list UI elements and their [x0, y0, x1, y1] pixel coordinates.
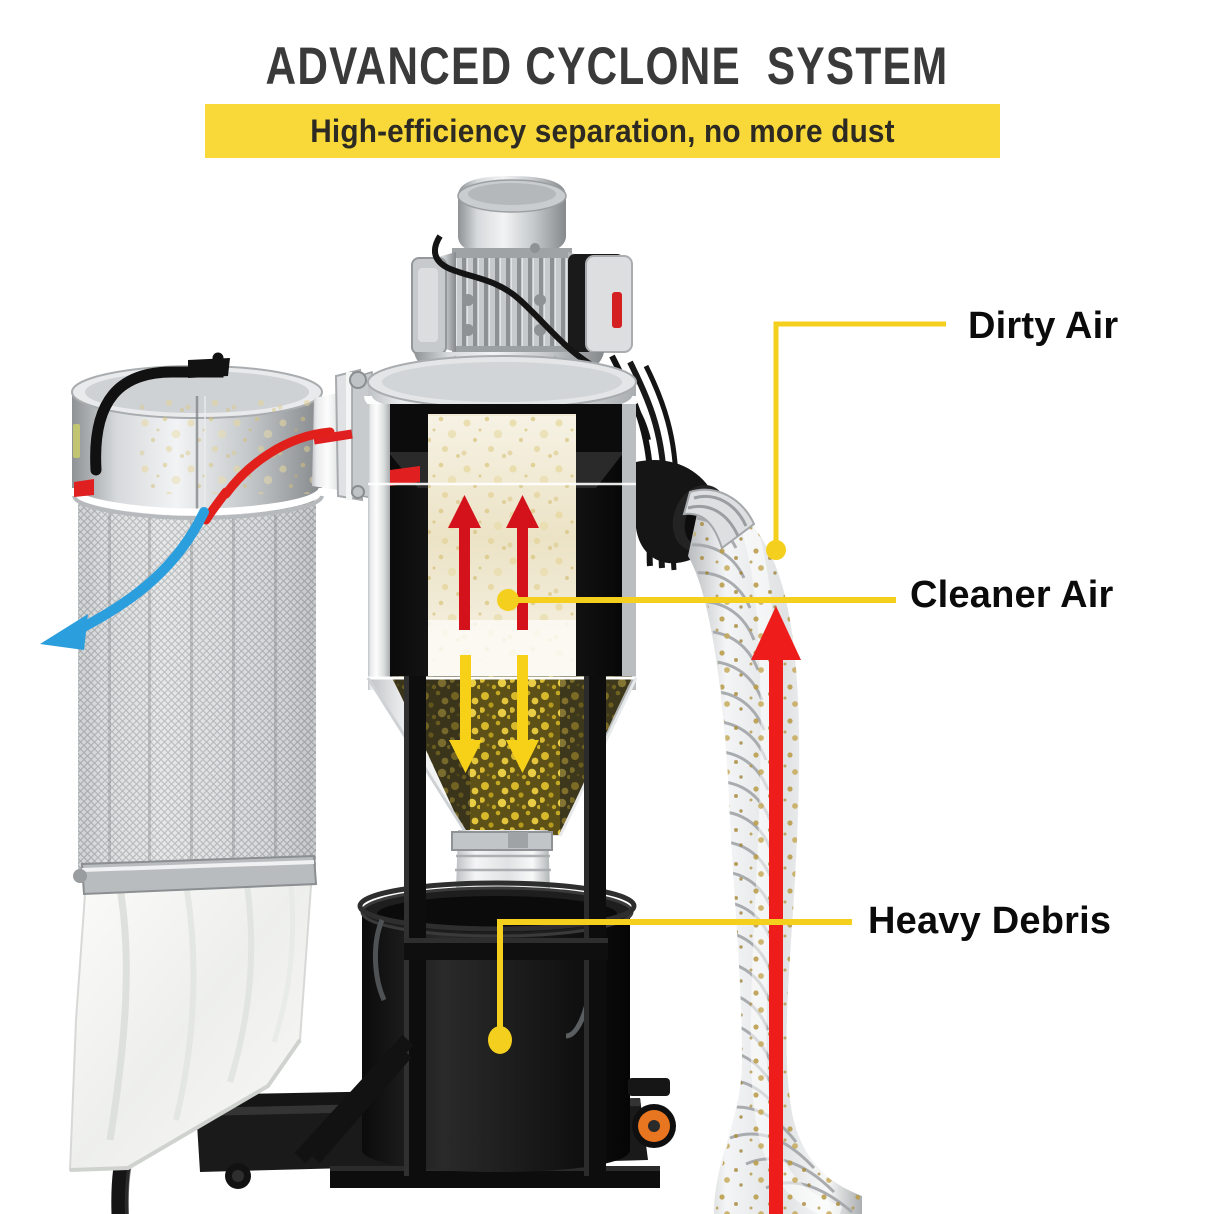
debris-downfall-1 — [449, 655, 482, 773]
debris-downfall-2 — [506, 655, 539, 773]
flow-arrows — [40, 427, 801, 1214]
subtitle-text: High-efficiency separation, no more dust — [310, 112, 895, 149]
frame-uprights — [294, 676, 608, 1176]
filter-inflow-curve — [201, 427, 335, 525]
leader-cleaner-air — [497, 589, 896, 611]
cyclone-inner-updraft-1 — [448, 495, 481, 630]
callout-label-heavy-debris: Heavy Debris — [868, 900, 1112, 942]
callout-label-dirty-air: Dirty Air — [968, 305, 1119, 347]
clean-air-exhaust — [40, 507, 209, 650]
subtitle-banner: High-efficiency separation, no more dust — [205, 104, 1000, 158]
dirty-air-intake-hose — [751, 606, 801, 1214]
hose-cuff — [682, 488, 756, 550]
callout-label-cleaner-air: Cleaner Air — [910, 574, 1114, 616]
page-title: ADVANCED CYCLONE SYSTEM — [265, 37, 949, 96]
transfer-duct-group — [312, 368, 373, 502]
leader-dirty-air — [766, 321, 946, 560]
cyclone-inner-updraft-2 — [506, 495, 539, 630]
caster-wheel-right — [628, 1078, 676, 1148]
leader-heavy-debris — [488, 919, 852, 1054]
